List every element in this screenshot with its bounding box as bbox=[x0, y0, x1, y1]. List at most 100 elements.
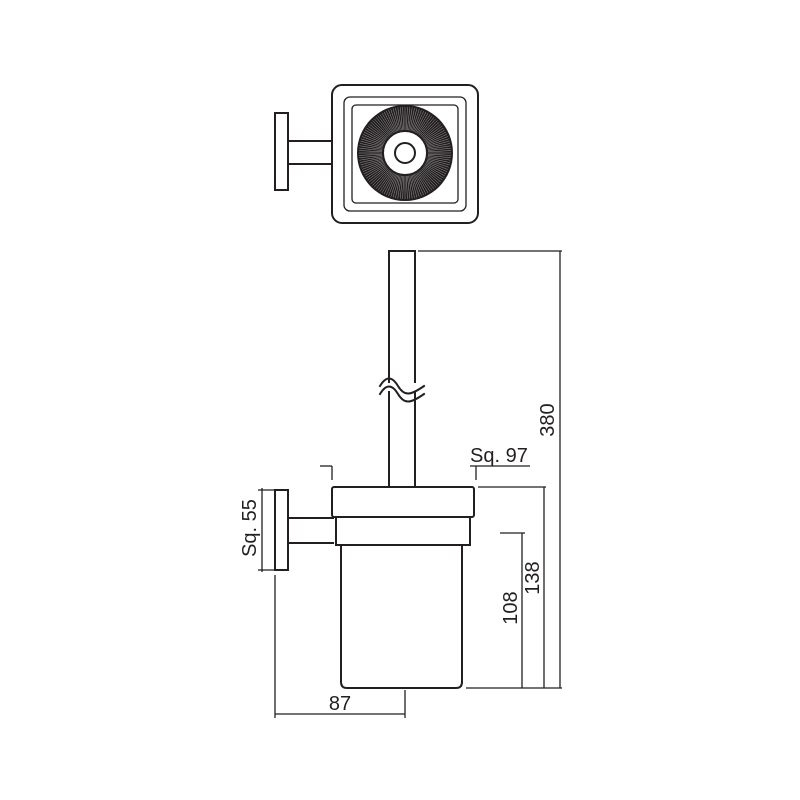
bristle bbox=[362, 162, 385, 172]
bristle bbox=[421, 122, 440, 138]
bristle bbox=[427, 153, 451, 156]
bristle bbox=[425, 131, 447, 143]
bristle bbox=[408, 175, 413, 199]
bristle bbox=[399, 107, 403, 131]
bristle bbox=[410, 175, 418, 198]
dim-sq97-label: Sq. 97 bbox=[470, 445, 528, 467]
top-view-arm bbox=[287, 140, 333, 165]
bristle bbox=[359, 157, 383, 163]
bristle bbox=[388, 109, 397, 132]
bristle bbox=[363, 131, 385, 143]
bristle bbox=[386, 110, 396, 133]
dim-sq55-label: Sq. 55 bbox=[239, 499, 261, 557]
dim-138-label: 138 bbox=[522, 561, 544, 594]
bristle bbox=[415, 111, 427, 133]
bristle bbox=[361, 159, 384, 168]
bristle bbox=[411, 109, 420, 132]
bristle bbox=[419, 170, 435, 189]
bristle bbox=[405, 107, 408, 131]
bristle bbox=[409, 107, 415, 131]
bristle bbox=[427, 150, 451, 153]
bristle bbox=[377, 171, 392, 191]
bristle bbox=[365, 129, 386, 142]
bristle bbox=[365, 164, 386, 177]
bristle bbox=[375, 117, 391, 136]
bristle bbox=[361, 161, 384, 170]
bristle bbox=[417, 114, 431, 134]
bristle bbox=[359, 143, 383, 149]
bristle bbox=[423, 166, 443, 181]
bristle bbox=[390, 109, 399, 132]
bristle bbox=[424, 165, 444, 179]
top-view-wall-plate bbox=[274, 112, 289, 191]
bristle bbox=[418, 115, 433, 135]
bristle bbox=[417, 172, 431, 192]
bristle bbox=[409, 175, 415, 199]
bristle bbox=[420, 118, 436, 137]
bristle bbox=[416, 113, 429, 134]
bristle bbox=[359, 150, 383, 153]
bristle bbox=[426, 159, 449, 168]
bristle bbox=[369, 123, 388, 139]
bristle bbox=[381, 113, 394, 134]
bristle bbox=[392, 108, 400, 131]
bristle bbox=[427, 158, 450, 166]
bristle bbox=[379, 114, 393, 134]
bristle bbox=[361, 136, 384, 145]
bristle bbox=[388, 174, 397, 197]
bristle bbox=[392, 175, 400, 198]
bristle bbox=[421, 120, 438, 137]
bristle bbox=[408, 107, 413, 131]
bristle bbox=[367, 125, 387, 140]
bristle bbox=[372, 169, 389, 186]
bristle bbox=[370, 168, 389, 184]
bristle bbox=[425, 134, 448, 144]
bristle bbox=[395, 107, 401, 131]
holder-cup bbox=[340, 544, 463, 689]
bristle bbox=[397, 175, 402, 199]
bristle bbox=[405, 175, 408, 199]
bristle bbox=[381, 172, 394, 193]
bristle bbox=[427, 156, 451, 161]
bristle bbox=[422, 167, 441, 183]
bristle bbox=[425, 163, 447, 175]
bristle bbox=[395, 175, 401, 199]
bristle bbox=[411, 174, 420, 197]
bristle bbox=[359, 156, 383, 161]
bristle bbox=[424, 127, 444, 141]
bristle bbox=[359, 147, 383, 151]
bristle bbox=[427, 140, 450, 148]
bristle bbox=[421, 168, 440, 184]
bristle bbox=[421, 169, 438, 186]
bristle bbox=[375, 170, 391, 189]
bristle bbox=[383, 173, 395, 195]
bristle bbox=[359, 155, 383, 159]
bristle bbox=[410, 108, 418, 131]
bristle bbox=[427, 147, 451, 151]
bristle bbox=[414, 110, 424, 133]
bristle bbox=[360, 140, 383, 148]
top-view-brush-head bbox=[357, 105, 453, 201]
bristle bbox=[427, 157, 451, 163]
bristle bbox=[427, 145, 451, 150]
bristle bbox=[397, 107, 402, 131]
dimension-labels: 380 Sq. 97 Sq. 55 138 108 87 bbox=[239, 403, 559, 715]
front-view bbox=[274, 250, 475, 689]
bristle bbox=[383, 111, 395, 133]
bristle bbox=[361, 138, 384, 147]
bristle bbox=[374, 118, 390, 137]
bristle bbox=[418, 171, 433, 191]
bristle bbox=[379, 172, 393, 192]
bristle bbox=[407, 107, 411, 131]
bristle bbox=[372, 120, 389, 137]
bristle bbox=[402, 107, 405, 131]
bristle bbox=[369, 167, 388, 183]
bristle bbox=[366, 165, 386, 179]
bristle bbox=[420, 169, 436, 188]
bristle bbox=[386, 173, 396, 196]
bristle bbox=[424, 129, 445, 142]
top-view bbox=[274, 84, 479, 224]
bristle bbox=[367, 166, 387, 181]
bristle bbox=[370, 122, 389, 138]
